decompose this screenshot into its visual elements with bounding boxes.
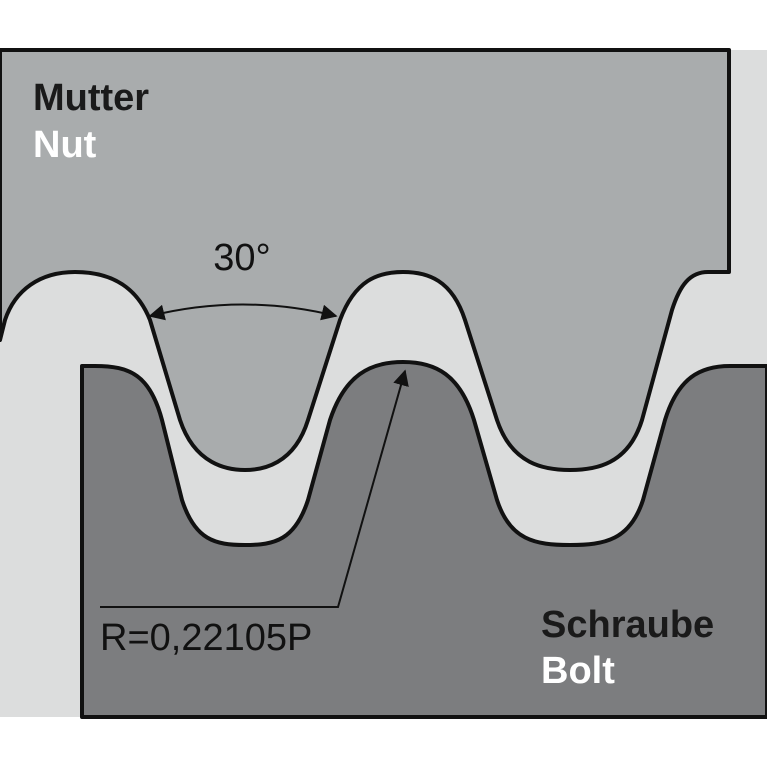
nut-body bbox=[0, 48, 731, 472]
angle-label: 30° bbox=[213, 237, 270, 279]
radius-leader-line bbox=[100, 369, 409, 608]
nut-label-de: Mutter bbox=[33, 77, 149, 119]
radius-label: R=0,22105P bbox=[100, 617, 312, 659]
angle-arc bbox=[148, 303, 338, 321]
nut-label-en: Nut bbox=[33, 124, 97, 166]
bolt-label-en: Bolt bbox=[541, 650, 615, 692]
bolt-body bbox=[80, 360, 767, 719]
bolt-label-de: Schraube bbox=[541, 604, 714, 646]
